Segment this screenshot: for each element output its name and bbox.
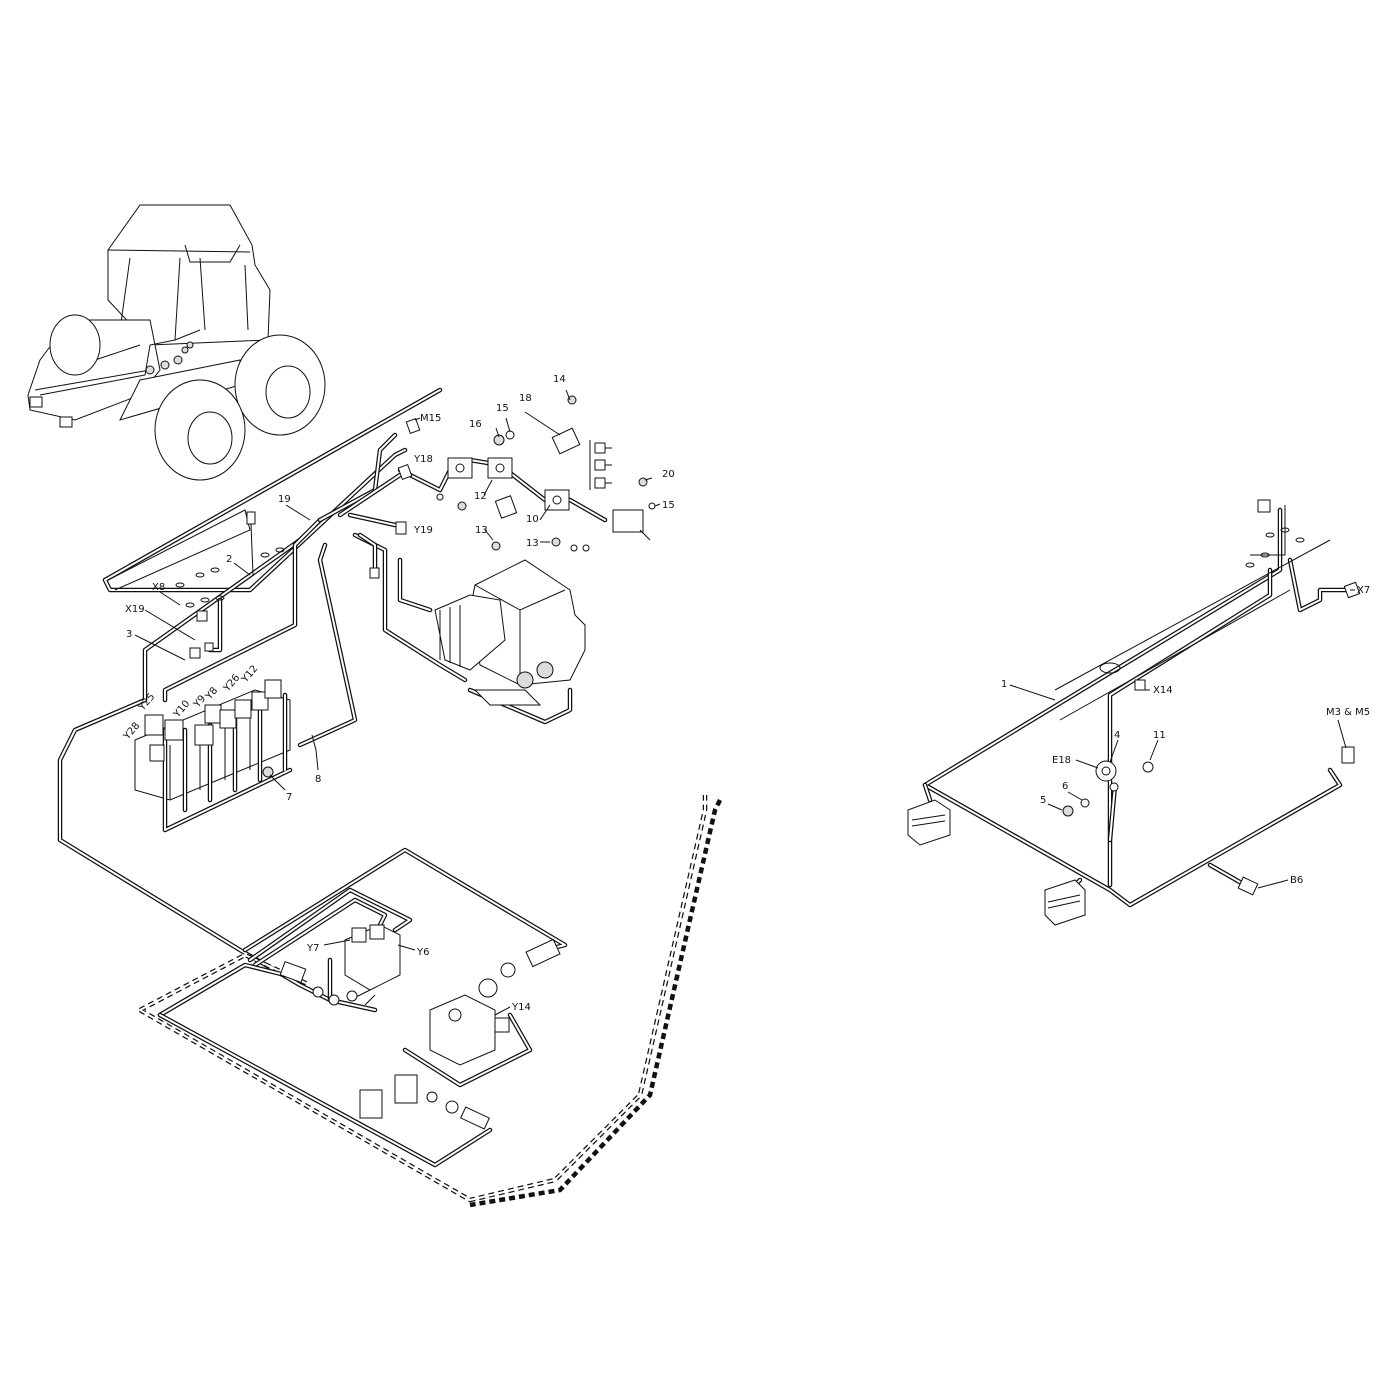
label-y25: Y25 — [136, 691, 157, 713]
label-x14: X14 — [1153, 685, 1173, 696]
label-2: 2 — [226, 554, 232, 565]
label-18: 18 — [519, 393, 532, 404]
label-7: 7 — [286, 792, 292, 803]
valve-cluster-top — [436, 395, 656, 552]
label-e18: E18 — [1052, 755, 1071, 766]
label-y26: Y26 — [221, 672, 242, 694]
label-x7: X7 — [1357, 585, 1370, 596]
label-5: 5 — [1040, 795, 1046, 806]
label-8: 8 — [315, 774, 321, 785]
label-y14: Y14 — [511, 1002, 531, 1013]
label-y12: Y12 — [239, 663, 260, 685]
label-m15: M15 — [420, 413, 441, 424]
label-11: 11 — [1153, 730, 1166, 741]
label-15a: 15 — [496, 403, 509, 414]
loader-vehicle-illustration — [27, 204, 326, 481]
label-19: 19 — [278, 494, 291, 505]
solenoid-valve-bank — [134, 679, 317, 833]
hydraulic-pump — [434, 559, 586, 706]
label-6: 6 — [1062, 781, 1068, 792]
label-b6: B6 — [1290, 875, 1303, 886]
label-20: 20 — [662, 469, 675, 480]
label-y18: Y18 — [413, 454, 433, 465]
label-1: 1 — [1001, 679, 1007, 690]
label-y6: Y6 — [416, 947, 429, 958]
label-4: 4 — [1114, 730, 1120, 741]
label-14: 14 — [553, 374, 566, 385]
label-y19: Y19 — [413, 525, 433, 536]
main-harness-left — [57, 387, 608, 1003]
label-3: 3 — [126, 629, 132, 640]
leader-lines — [134, 389, 1355, 1016]
label-m3-m5: M3 & M5 — [1326, 707, 1370, 718]
label-13a: 13 — [475, 525, 488, 536]
label-x8: X8 — [152, 582, 165, 593]
label-10: 10 — [526, 514, 539, 525]
label-12: 12 — [474, 491, 487, 502]
lower-frame-harness — [138, 795, 723, 1208]
label-16: 16 — [469, 419, 482, 430]
label-x19: X19 — [125, 604, 145, 615]
label-13b: 13 — [526, 538, 539, 549]
label-y7: Y7 — [306, 943, 319, 954]
right-harness — [907, 499, 1361, 926]
label-15b: 15 — [662, 500, 675, 511]
